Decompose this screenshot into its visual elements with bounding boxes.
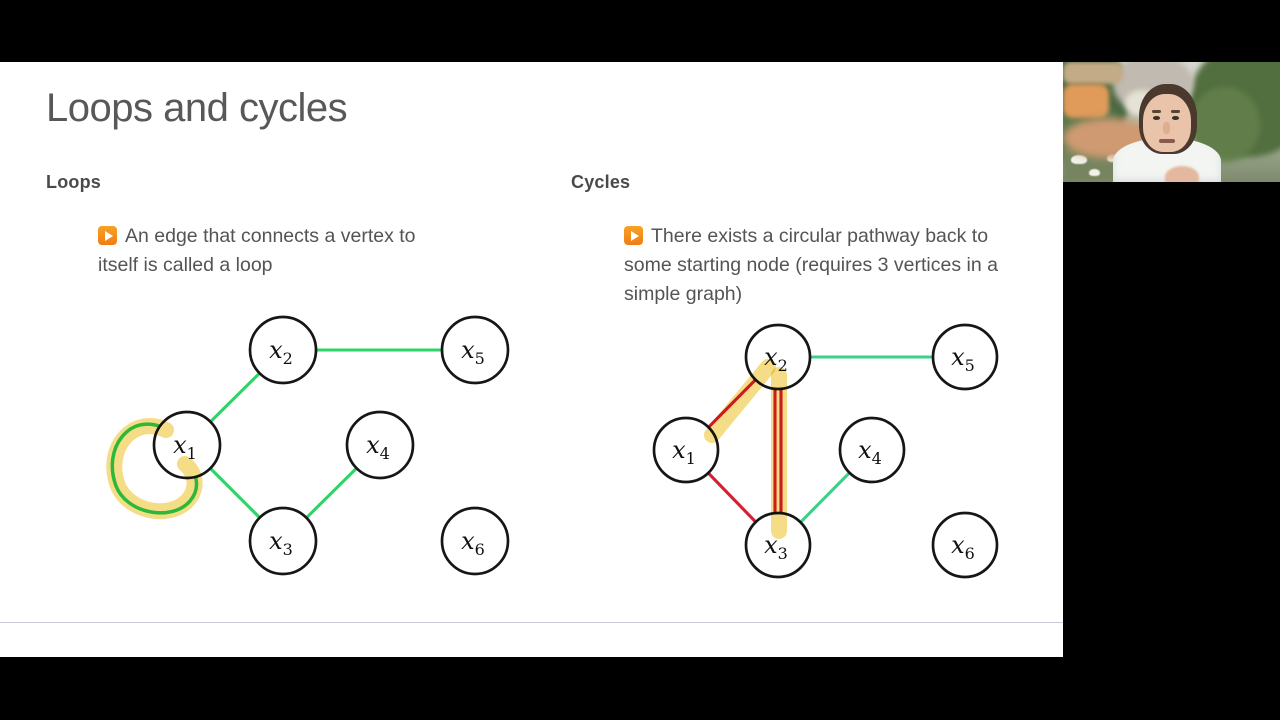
graph-node-label-x2: x2: [269, 336, 293, 368]
graph-node-x5: [931, 323, 999, 391]
presenter-nose: [1163, 122, 1170, 134]
section-heading-loops: Loops: [46, 172, 101, 192]
cycles-bullet: There exists a circular pathway back to …: [624, 222, 1028, 309]
graph-node-label-x3: x3: [764, 531, 788, 563]
bottom-letterbox-bar: [0, 657, 1280, 720]
graph-node-x6: [931, 511, 999, 579]
section-heading-cycles: Cycles: [571, 172, 631, 192]
presenter-hand: [1165, 166, 1199, 182]
loops-graph-diagram: x1 x2 x3 x4 x5 x6: [106, 315, 510, 576]
presenter-face: [1143, 94, 1191, 152]
graph-node-label-x4: x4: [858, 436, 882, 468]
play-triangle-glyph: [631, 230, 639, 241]
graph-node-x4: [838, 416, 906, 484]
presenter-eyebrow: [1171, 110, 1180, 113]
loops-bullet-text: An edge that connects a vertex to itself…: [98, 225, 416, 276]
presentation-slide: Loops and cycles Loops Cycles An edge th…: [0, 62, 1063, 657]
presenter-eyebrow: [1152, 110, 1161, 113]
presenter-mouth: [1159, 139, 1175, 143]
highlighter-annotation: [704, 359, 776, 443]
highlighter-annotation: [106, 418, 203, 520]
top-letterbox-bar: [0, 0, 1280, 62]
graph-node-label-x1: x1: [672, 436, 696, 468]
graph-node-x4: [345, 410, 415, 480]
presenter-eye: [1172, 116, 1179, 120]
graph-node-x5: [440, 315, 510, 385]
right-letterbox-area: [1063, 182, 1280, 657]
graph-node-label-x6: x6: [461, 527, 485, 559]
play-icon: [98, 226, 117, 245]
painting-swan: [1071, 155, 1087, 164]
graph-node-label-x5: x5: [461, 336, 485, 368]
graph-node-label-x3: x3: [269, 527, 293, 559]
graph-node-label-x4: x4: [366, 431, 390, 463]
slide-title: Loops and cycles: [46, 86, 348, 130]
presenter-eye: [1153, 116, 1160, 120]
graph-node-x1: [652, 416, 720, 484]
painting-statues: [1063, 62, 1123, 84]
loops-bullet: An edge that connects a vertex to itself…: [98, 222, 444, 280]
graph-node-label-x1: x1: [173, 431, 197, 463]
presenter: [1063, 62, 1280, 182]
graph-node-x3: [248, 506, 318, 576]
graph-node-x6: [440, 506, 510, 576]
webcam-video: [1063, 62, 1280, 182]
graph-node-x2: [248, 315, 318, 385]
play-triangle-glyph: [105, 230, 113, 241]
painting-figures: [1063, 84, 1109, 118]
painting-swan: [1089, 169, 1100, 176]
slide-footer-divider: [0, 622, 1063, 623]
graph-node-label-x6: x6: [951, 531, 975, 563]
graph-node-label-x5: x5: [951, 343, 975, 375]
play-icon: [624, 226, 643, 245]
cycles-bullet-text: There exists a circular pathway back to …: [624, 225, 998, 305]
